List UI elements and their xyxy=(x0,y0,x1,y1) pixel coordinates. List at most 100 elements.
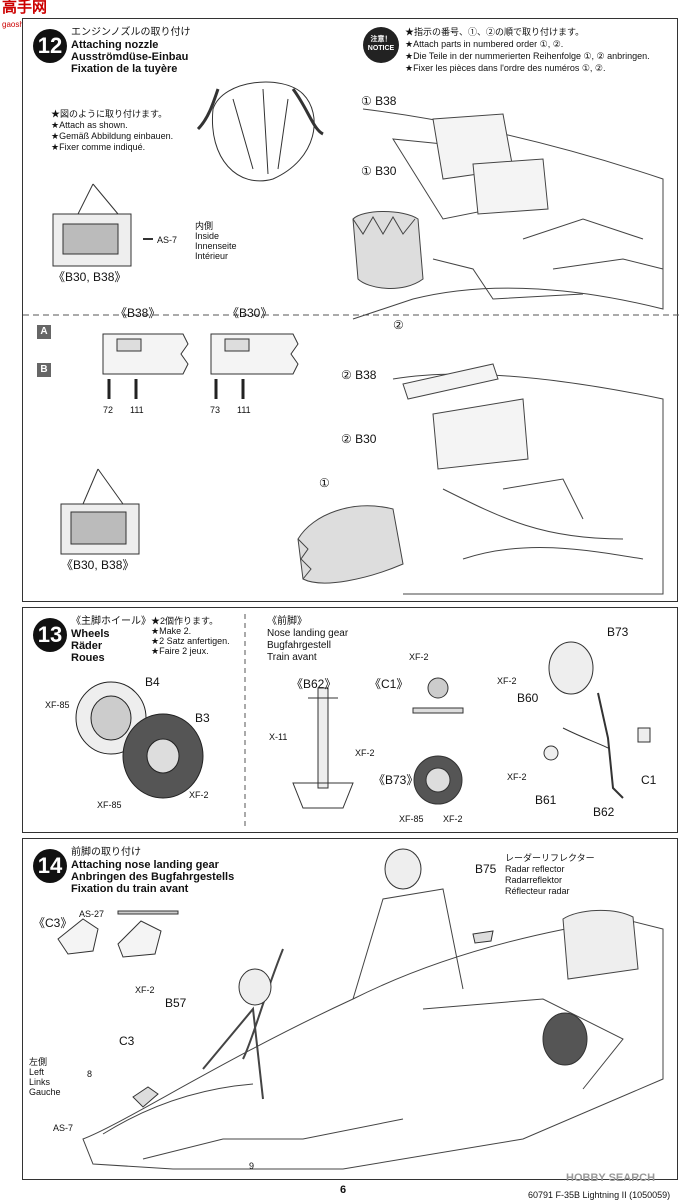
nose-title-de: Bugfahrgestell xyxy=(267,640,331,651)
notice-line-jp: ★指示の番号、①、②の順で取り付けます。 xyxy=(405,27,585,37)
notice-line-en: ★Attach parts in numbered order ①, ②. xyxy=(405,39,564,49)
make-line-fr: ★Faire 2 jeux. xyxy=(151,646,209,656)
radar-de: Radarreflektor xyxy=(505,875,563,885)
wheel-part-b3: B3 xyxy=(195,711,210,725)
step-title-jp: エンジンノズルの取り付け xyxy=(71,27,191,38)
paint-code: AS-7 xyxy=(157,235,178,245)
sub-b73: 《B73》 xyxy=(373,773,419,787)
attach-line-de: ★Gemäß Abbildung einbauen. xyxy=(51,131,174,141)
inside-en: Inside xyxy=(195,231,220,241)
arrow-num-111-b: 111 xyxy=(237,405,251,415)
step14-title-fr: Fixation du train avant xyxy=(71,883,189,895)
num-9: 9 xyxy=(249,1161,255,1171)
b30-label: 《B30》 xyxy=(227,306,273,320)
step-number-badge: 12 xyxy=(33,29,67,63)
part-as7: AS-7 xyxy=(53,1123,74,1133)
step-14-drawing xyxy=(57,848,664,1170)
asm-b73: B73 xyxy=(607,625,629,639)
notice-line-de: ★Die Teile in der nummerierten Reihenfol… xyxy=(405,51,650,61)
part-xf2: XF-2 xyxy=(135,985,155,995)
attach-line-fr: ★Fixer comme indiqué. xyxy=(51,142,146,152)
step-number-badge: 13 xyxy=(33,618,67,652)
wheels-title-jp: 《主脚ホイール》 xyxy=(71,616,151,627)
asm-xf2-a: XF-2 xyxy=(497,676,517,686)
sub-c1: 《C1》 xyxy=(369,677,409,691)
inside-de: Innenseite xyxy=(195,241,237,251)
watermark: HOBBY SEARCH xyxy=(566,1172,656,1184)
nose-paint-xf2-c: XF-2 xyxy=(443,814,463,824)
step-12-drawing xyxy=(23,81,679,595)
asm-xf2-b: XF-2 xyxy=(507,772,527,782)
notice-line-fr: ★Fixer les pièces dans l'ordre des numér… xyxy=(405,63,606,73)
notice-badge: 注意！ NOTICE xyxy=(363,27,399,63)
step-14-panel: 14 前脚の取り付け Attaching nose landing gear A… xyxy=(22,838,678,1180)
upper-part-b30: ① B30 xyxy=(361,164,397,178)
asm-b61: B61 xyxy=(535,793,557,807)
upper-part-nozzle: ② xyxy=(393,318,404,332)
wheel-paint-xf2: XF-2 xyxy=(189,790,209,800)
step-number-badge: 14 xyxy=(33,849,67,883)
step-title-en: Attaching nozzle xyxy=(71,39,159,51)
part-b57: B57 xyxy=(165,996,187,1010)
upper-part-b38: ① B38 xyxy=(361,94,397,108)
wheels-title-de: Räder xyxy=(71,640,103,652)
left-fr: Gauche xyxy=(29,1087,61,1097)
make-line-jp: ★2個作ります。 xyxy=(151,616,219,626)
attach-line-en: ★Attach as shown. xyxy=(51,120,128,130)
wheel-paint-xf85-b: XF-85 xyxy=(97,800,122,810)
attach-line-jp: ★図のように取り付けます。 xyxy=(51,109,168,119)
kit-code: 60791 F-35B Lightning II (1050059) xyxy=(528,1190,671,1200)
step14-title-jp: 前脚の取り付け xyxy=(71,847,141,858)
wheels-title-fr: Roues xyxy=(71,652,105,664)
arrow-num-72: 72 xyxy=(103,405,114,415)
c3-label: 《C3》 xyxy=(33,916,73,930)
nose-paint-xf2-a: XF-2 xyxy=(355,748,375,758)
nose-title-en: Nose landing gear xyxy=(267,628,349,639)
lower-part-nozzle: ① xyxy=(319,476,330,490)
num-8: 8 xyxy=(87,1069,93,1079)
part-group-label: 《B30, B38》 xyxy=(53,270,127,284)
lower-part-b38: ② B38 xyxy=(341,368,377,382)
part-b75: B75 xyxy=(475,862,497,876)
arrow-num-73: 73 xyxy=(210,405,221,415)
nose-paint-x11: X-11 xyxy=(269,732,288,742)
step-12-panel: 12 エンジンノズルの取り付け Attaching nozzle Ausströ… xyxy=(22,18,679,602)
asm-c1: C1 xyxy=(641,773,657,787)
c3-paint: AS-27 xyxy=(79,909,105,919)
left-jp: 左側 xyxy=(29,1057,48,1067)
part-group-label-b: 《B30, B38》 xyxy=(61,558,135,572)
wheels-title-en: Wheels xyxy=(71,628,110,640)
nose-paint-xf85: XF-85 xyxy=(399,814,424,824)
step-13-panel: 13 《主脚ホイール》 Wheels Räder Roues ★2個作ります。 … xyxy=(22,607,678,833)
page-number: 6 xyxy=(340,1184,347,1196)
variant-b-tag: B xyxy=(37,363,51,377)
nose-paint-xf2-b: XF-2 xyxy=(409,652,429,662)
make-line-de: ★2 Satz anfertigen. xyxy=(151,636,230,646)
step14-title-en: Attaching nose landing gear xyxy=(71,859,219,871)
nose-title-fr: Train avant xyxy=(267,652,317,663)
inside-jp: 内側 xyxy=(195,221,214,231)
inside-fr: Intérieur xyxy=(195,251,229,261)
make-line-en: ★Make 2. xyxy=(151,626,192,636)
radar-fr: Réflecteur radar xyxy=(505,886,570,896)
radar-en: Radar reflector xyxy=(505,864,565,874)
asm-b60: B60 xyxy=(517,691,539,705)
lower-part-b30: ② B30 xyxy=(341,432,377,446)
logo-text: 高手网 xyxy=(2,0,48,16)
left-de: Links xyxy=(29,1077,51,1087)
radar-jp: レーダーリフレクター xyxy=(505,853,595,863)
b38-label: 《B38》 xyxy=(115,306,161,320)
arrow-num-111-a: 111 xyxy=(130,405,144,415)
asm-b62: B62 xyxy=(593,805,615,819)
variant-a-tag: A xyxy=(37,325,51,339)
step-13-drawing xyxy=(75,614,651,828)
sub-b62: 《B62》 xyxy=(291,677,337,691)
step14-title-de: Anbringen des Bugfahrgestells xyxy=(71,871,235,883)
wheel-paint-xf85-a: XF-85 xyxy=(45,700,70,710)
step-title-fr: Fixation de la tuyère xyxy=(71,63,178,75)
left-en: Left xyxy=(29,1067,45,1077)
part-c3: C3 xyxy=(119,1034,135,1048)
step-title-de: Ausströmdüse-Einbau xyxy=(71,51,189,63)
wheel-part-b4: B4 xyxy=(145,675,160,689)
nose-title-jp: 《前脚》 xyxy=(267,616,307,627)
